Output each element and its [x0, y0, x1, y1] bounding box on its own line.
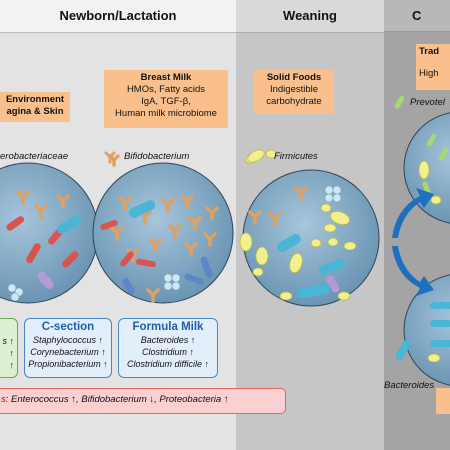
c-section-line2: Corynebacterium ↑ [30, 347, 106, 357]
antibiotics-box: s: Enterococcus ↑, Bifidobacterium ↓, Pr… [0, 388, 286, 414]
c-section-line1: Staphylococcus ↑ [32, 335, 104, 345]
formula-milk-box: Formula Milk Bacteroides ↑ Clostridium ↑… [118, 318, 218, 378]
coccus-cluster-icons [7, 185, 342, 302]
formula-milk-line1: Bacteroides ↑ [140, 335, 196, 345]
label-icons [104, 149, 265, 164]
vaginal-line2: ↑ [9, 348, 15, 358]
traditional-diet-line2: High [419, 68, 439, 79]
formula-milk-line3: Clostridium difficile ↑ [126, 359, 210, 369]
vaginal-line1: s ↑ [2, 336, 14, 346]
enterobacteriaceae-label: erobacteriaceae [0, 151, 69, 162]
antibiotics-text: Enterococcus ↑, Bifidobacterium ↓, Prote… [11, 394, 229, 405]
transition-arrows [392, 188, 434, 296]
traditional-diet-line1: Trad [419, 46, 440, 57]
weaning-heading: Weaning [236, 0, 384, 33]
newborn-lactation-heading: Newborn/Lactation [0, 0, 236, 33]
traditional-diet-box: Trad High [416, 44, 450, 90]
gut-circle-breast-milk [92, 162, 234, 304]
third-stage-heading: C [384, 0, 450, 32]
breast-milk-line2: IgA, TGF-β, [141, 96, 191, 107]
bifidobacterium-label: Bifidobacterium [124, 151, 190, 162]
vaginal-delivery-box: s ↑ ↑ ↑ [0, 318, 18, 378]
c-section-line3: Propionibacterium ↑ [28, 359, 108, 369]
rod-bacteria [6, 200, 450, 361]
environment-box-line2: agina & Skin [6, 106, 64, 117]
solid-foods-line1: Indigestible [269, 84, 319, 95]
breast-milk-title: Breast Milk [140, 72, 192, 83]
breast-milk-line3: Human milk microbiome [115, 108, 217, 119]
antibiotics-prefix: s: [1, 394, 9, 405]
formula-milk-line2: Clostridium ↑ [141, 347, 194, 357]
prevotella-icons [394, 95, 449, 195]
c-section-box: C-section Staphylococcus ↑ Corynebacteri… [24, 318, 112, 378]
solid-foods-title: Solid Foods [266, 72, 322, 83]
environment-box: Environment agina & Skin [0, 92, 70, 122]
c-section-title: C-section [41, 321, 95, 333]
environment-box-line1: Environment [5, 94, 65, 105]
gut-circle-weaning [242, 169, 380, 307]
breast-milk-box: Breast Milk HMOs, Fatty acids IgA, TGF-β… [104, 70, 228, 128]
firmicutes-label: Firmicutes [274, 151, 318, 162]
solid-foods-line2: carbohydrate [266, 96, 322, 107]
solid-foods-box: Solid Foods Indigestible carbohydrate [254, 70, 334, 114]
breast-milk-line1: HMOs, Fatty acids [126, 84, 206, 95]
bottom-right-box [436, 388, 450, 414]
bacteroides-label: Bacteroides [384, 380, 435, 391]
prevotella-label: Prevotel [410, 97, 445, 108]
vaginal-line3: ↑ [9, 360, 15, 370]
formula-milk-title: Formula Milk [132, 321, 204, 333]
